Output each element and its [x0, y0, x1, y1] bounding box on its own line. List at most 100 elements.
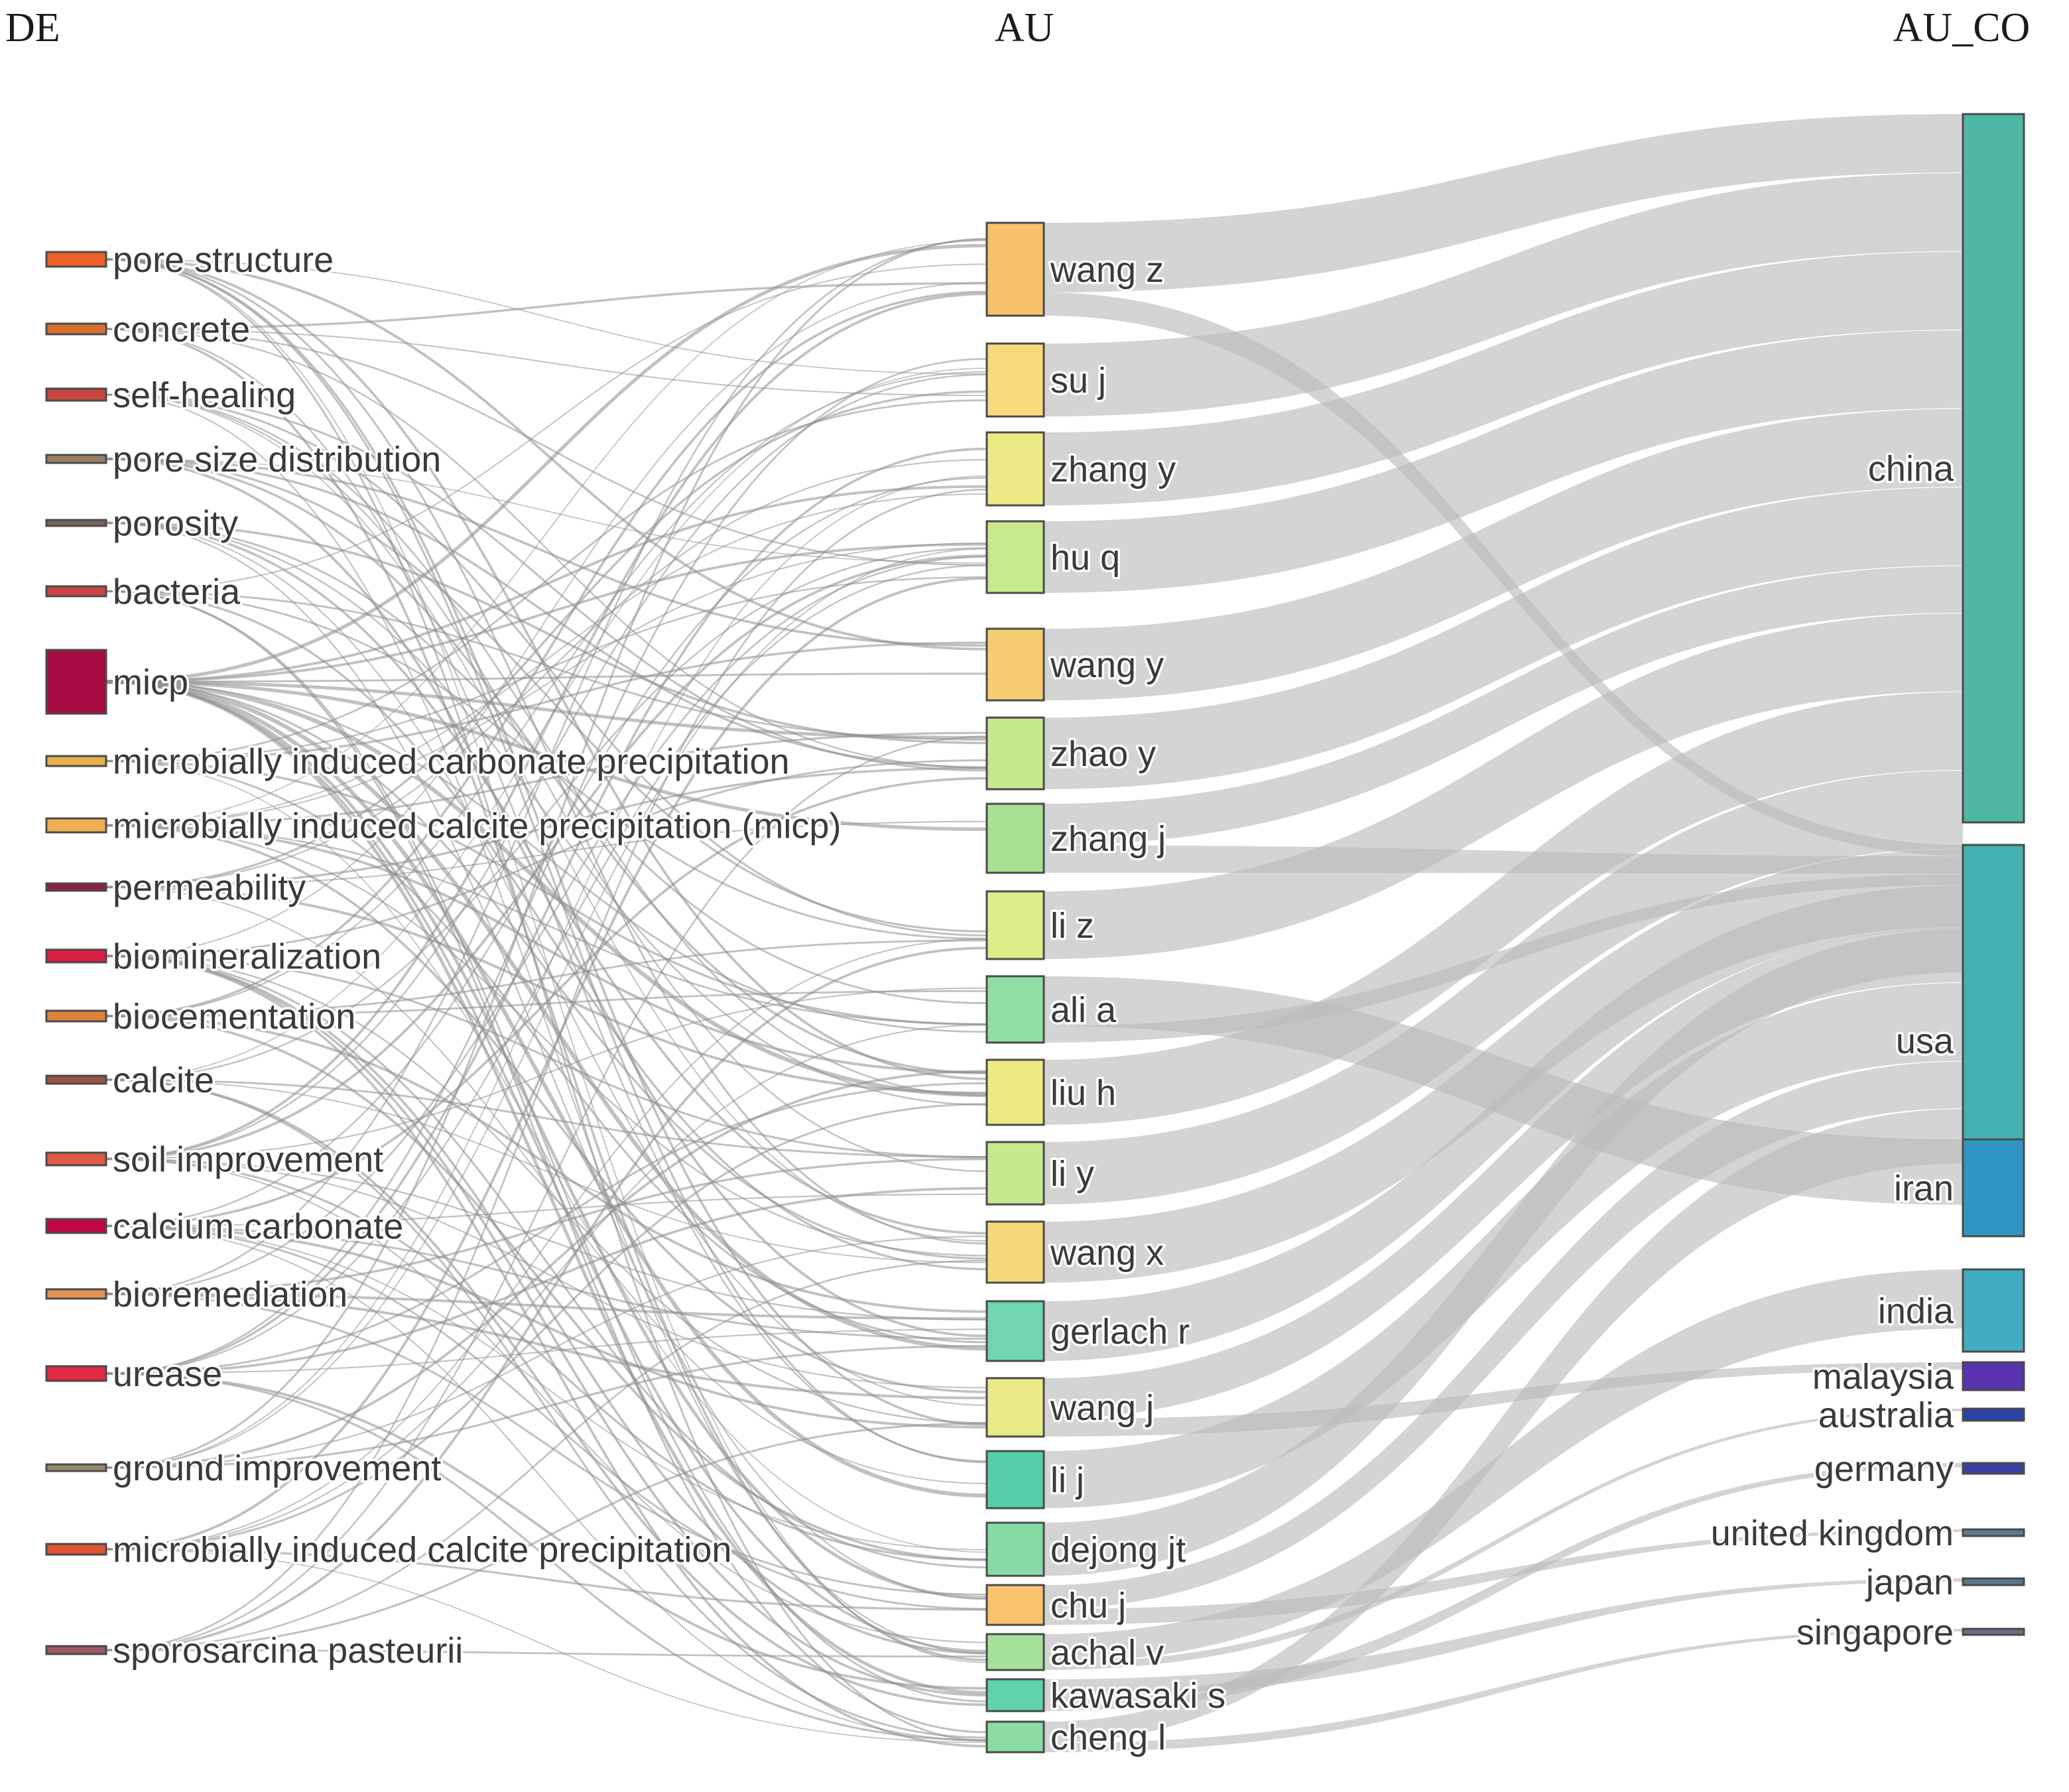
- au-label: li j: [1050, 1460, 1084, 1500]
- sankey-link-de-au: [105, 521, 987, 1235]
- au-co-node[interactable]: [1962, 1462, 2025, 1475]
- de-node[interactable]: [45, 1463, 107, 1472]
- sankey-link-de-au: [105, 548, 987, 1468]
- sankey-link-de-au: [105, 393, 987, 1655]
- au-label: zhang y: [1050, 450, 1176, 489]
- au-co-node[interactable]: [1962, 113, 2025, 824]
- au-node[interactable]: [985, 716, 1045, 791]
- sankey-link-de-au: [105, 1082, 987, 1375]
- sankey-link-de-au: [105, 680, 987, 1653]
- au-label: cheng l: [1050, 1718, 1166, 1758]
- sankey-link-de-au: [105, 759, 987, 1026]
- de-node[interactable]: [45, 948, 107, 964]
- au-co-label: united kingdom: [1711, 1513, 1954, 1553]
- sankey-link-de-au: [105, 1225, 987, 1742]
- au-node[interactable]: [985, 1633, 1045, 1671]
- de-node[interactable]: [45, 1218, 107, 1234]
- au-node[interactable]: [985, 1300, 1045, 1362]
- sankey-link-de-au: [105, 237, 987, 1469]
- au-label: wang z: [1050, 250, 1164, 290]
- au-co-node[interactable]: [1962, 1407, 2025, 1422]
- de-node[interactable]: [45, 387, 107, 402]
- sankey-link-de-au: [105, 282, 987, 957]
- au-node[interactable]: [985, 1450, 1045, 1509]
- sankey-link-de-au: [105, 488, 987, 1651]
- de-label: sporosarcina pasteurii: [113, 1631, 463, 1671]
- au-label: zhao y: [1050, 734, 1156, 774]
- au-co-node[interactable]: [1962, 1577, 2025, 1586]
- au-node[interactable]: [985, 1058, 1045, 1126]
- de-node[interactable]: [45, 1009, 107, 1023]
- de-node[interactable]: [45, 817, 107, 834]
- au-node[interactable]: [985, 342, 1045, 418]
- au-node[interactable]: [985, 520, 1045, 594]
- de-node[interactable]: [45, 322, 107, 336]
- de-node[interactable]: [45, 1151, 107, 1167]
- au-node[interactable]: [985, 1584, 1045, 1626]
- au-co-node[interactable]: [1962, 1628, 2025, 1636]
- sankey-link-de-au: [105, 554, 987, 1161]
- de-node[interactable]: [45, 585, 107, 598]
- au-node[interactable]: [985, 1141, 1045, 1206]
- de-node[interactable]: [45, 1543, 107, 1556]
- de-node[interactable]: [45, 1288, 107, 1300]
- au-label: su j: [1050, 361, 1106, 401]
- sankey-link-de-au: [105, 1344, 987, 1469]
- sankey-link-de-au: [105, 946, 987, 1651]
- de-node[interactable]: [45, 1074, 107, 1085]
- de-node[interactable]: [45, 251, 107, 268]
- sankey-link-de-au: [105, 576, 987, 762]
- de-node[interactable]: [45, 649, 107, 715]
- au-co-label: singapore: [1796, 1613, 1954, 1653]
- sankey-link-de-au: [105, 1079, 987, 1263]
- de-node[interactable]: [45, 1365, 107, 1382]
- au-node[interactable]: [985, 431, 1045, 507]
- de-label: concrete: [113, 310, 250, 350]
- au-co-label: japan: [1865, 1563, 1954, 1602]
- de-node[interactable]: [45, 882, 107, 892]
- sankey-link-de-au: [105, 357, 987, 1375]
- sankey-link-au-auco: [1044, 173, 1963, 416]
- sankey-link-de-au: [105, 1158, 987, 1321]
- au-node[interactable]: [985, 802, 1045, 874]
- de-label: bioremediation: [113, 1275, 347, 1314]
- au-node[interactable]: [985, 1720, 1045, 1754]
- nodes-column-au-co[interactable]: chinausairanindiamalaysiaaustraliagerman…: [1708, 113, 2025, 1655]
- column-header-de: DE: [5, 5, 60, 50]
- au-co-node[interactable]: [1962, 1268, 2025, 1353]
- de-label: calcite: [113, 1060, 214, 1100]
- de-node[interactable]: [45, 1645, 107, 1655]
- de-node[interactable]: [45, 454, 107, 464]
- au-co-node[interactable]: [1962, 1528, 2025, 1537]
- sankey-link-de-au: [105, 938, 987, 1550]
- au-node[interactable]: [985, 1220, 1045, 1284]
- de-label: microbially induced calcite precipitatio…: [113, 1530, 731, 1570]
- de-label: porosity: [113, 504, 238, 544]
- sankey-link-au-auco: [1044, 929, 1963, 1576]
- sankey-link-de-au: [105, 590, 987, 1702]
- sankey-link-de-au: [105, 824, 987, 1257]
- de-node[interactable]: [45, 755, 107, 767]
- au-node[interactable]: [985, 627, 1045, 702]
- sankey-link-de-au: [105, 1078, 987, 1706]
- sankey-link-au-auco: [1044, 770, 1963, 1204]
- sankey-link-de-au: [105, 458, 987, 1338]
- de-node[interactable]: [45, 519, 107, 527]
- au-node[interactable]: [985, 975, 1045, 1044]
- sankey-link-de-au: [105, 680, 987, 831]
- au-node[interactable]: [985, 222, 1045, 317]
- au-node[interactable]: [985, 1377, 1045, 1438]
- au-node[interactable]: [985, 890, 1045, 960]
- au-label: chu j: [1050, 1586, 1126, 1626]
- sankey-link-de-au: [105, 1186, 987, 1375]
- au-co-node[interactable]: [1962, 1361, 2025, 1391]
- sankey-link-de-au: [105, 1549, 987, 1744]
- au-node[interactable]: [985, 1521, 1045, 1577]
- au-node[interactable]: [985, 1678, 1045, 1712]
- au-label: liu h: [1050, 1073, 1116, 1113]
- au-co-node[interactable]: [1962, 1138, 2025, 1238]
- sankey-link-de-au: [105, 1236, 987, 1469]
